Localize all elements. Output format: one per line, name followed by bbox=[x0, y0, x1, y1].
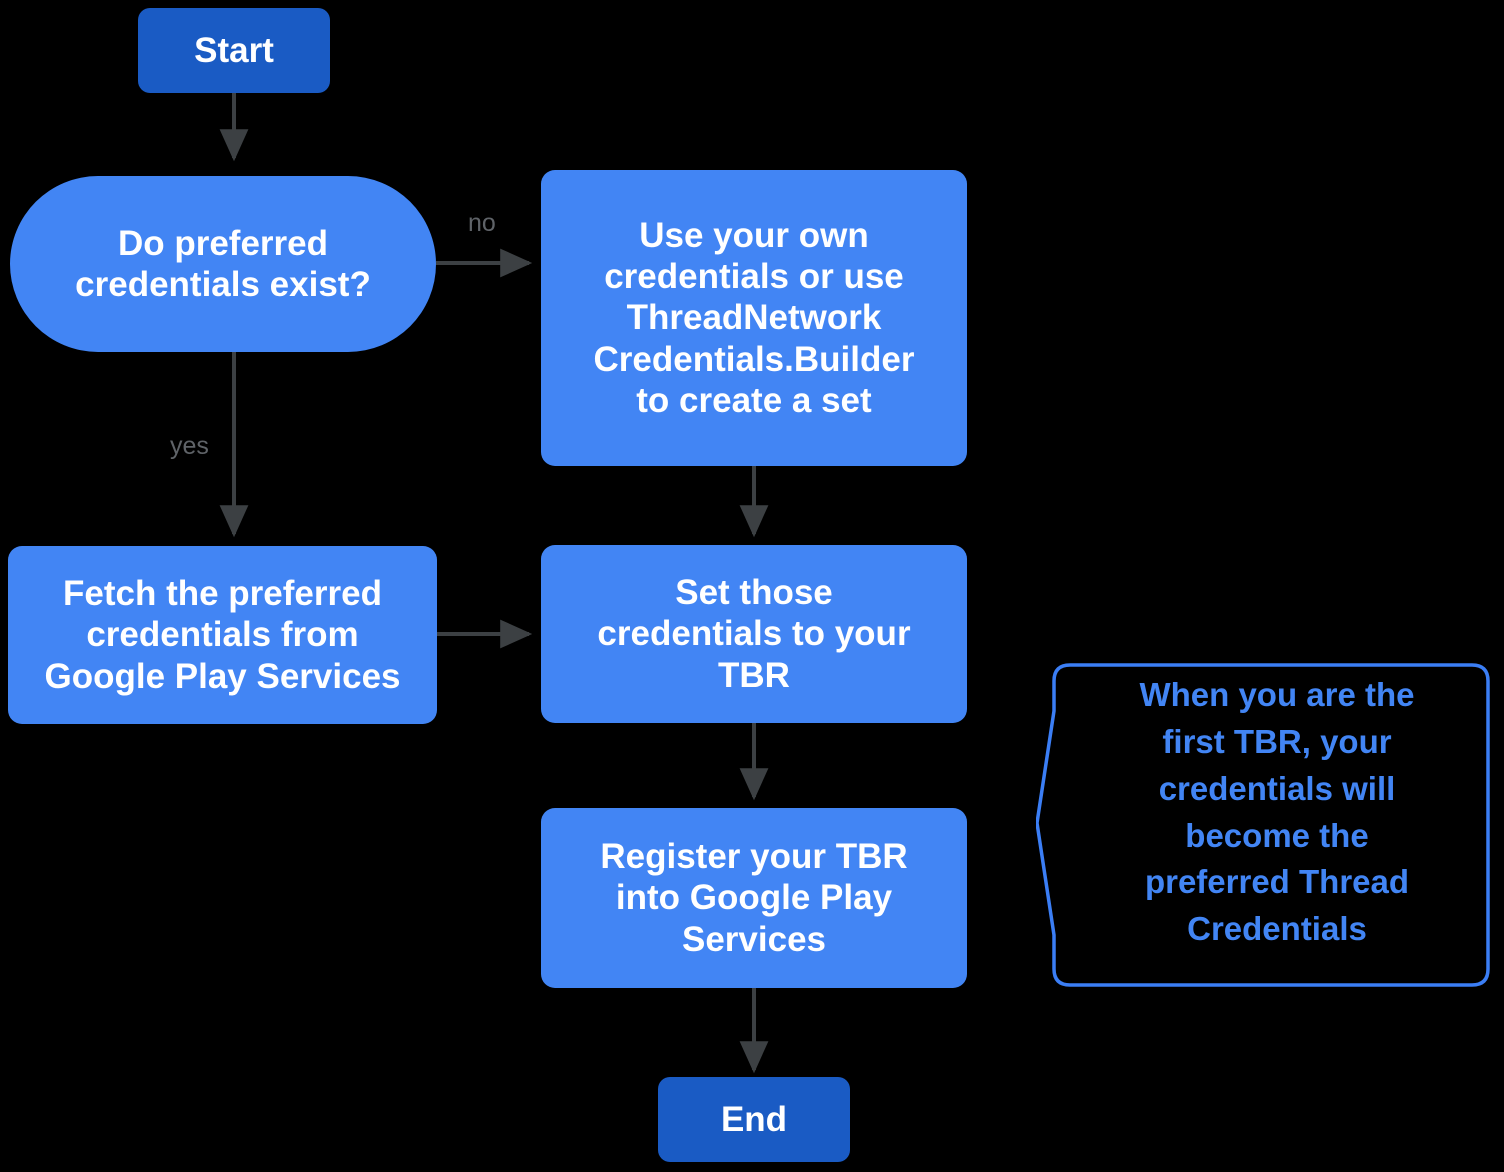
edge-label-yes: yes bbox=[170, 432, 209, 460]
register-line2: into Google Play bbox=[615, 878, 893, 918]
callout-outline bbox=[1036, 663, 1490, 987]
node-fetch-preferred-credentials[interactable]: Fetch the preferred credentials from Goo… bbox=[8, 546, 437, 724]
node-set-credentials-to-tbr[interactable]: Set those credentials to your TBR bbox=[541, 545, 967, 723]
own-line1: Use your own bbox=[639, 215, 869, 255]
node-register-tbr-label: Register your TBR into Google Play Servi… bbox=[600, 836, 907, 960]
node-decision-label: Do preferred credentials exist? bbox=[75, 223, 371, 306]
own-line3: ThreadNetwork bbox=[626, 298, 882, 338]
edge-label-no: no bbox=[468, 209, 496, 237]
fetch-line1: Fetch the preferred bbox=[63, 574, 382, 614]
node-end-label: End bbox=[720, 1099, 788, 1139]
fetch-line3: Google Play Services bbox=[44, 656, 401, 696]
callout-bubble bbox=[1036, 663, 1490, 987]
node-end[interactable]: End bbox=[658, 1077, 850, 1162]
own-line5: to create a set bbox=[636, 380, 872, 420]
node-decision-preferred-credentials[interactable]: Do preferred credentials exist? bbox=[10, 176, 436, 352]
register-line3: Services bbox=[681, 919, 827, 959]
set-line3: TBR bbox=[718, 655, 790, 695]
node-decision-label-line1: Do preferred bbox=[117, 223, 329, 263]
node-fetch-preferred-credentials-label: Fetch the preferred credentials from Goo… bbox=[44, 573, 400, 697]
fetch-line2: credentials from bbox=[86, 615, 359, 655]
own-line4: Credentials.Builder bbox=[593, 339, 915, 379]
register-line1: Register your TBR bbox=[600, 837, 908, 877]
node-use-own-credentials[interactable]: Use your own credentials or use ThreadNe… bbox=[541, 170, 967, 466]
own-line2: credentials or use bbox=[604, 257, 904, 297]
node-start[interactable]: Start bbox=[138, 8, 330, 93]
set-line2: credentials to your bbox=[597, 614, 911, 654]
node-register-tbr[interactable]: Register your TBR into Google Play Servi… bbox=[541, 808, 967, 988]
node-set-credentials-to-tbr-label: Set those credentials to your TBR bbox=[597, 572, 910, 696]
node-use-own-credentials-label: Use your own credentials or use ThreadNe… bbox=[594, 215, 915, 421]
node-start-label: Start bbox=[194, 30, 274, 70]
node-decision-label-line2: credentials exist? bbox=[75, 265, 371, 304]
set-line1: Set those bbox=[675, 573, 833, 613]
callout-text: When you are the first TBR, your credent… bbox=[1139, 676, 1415, 948]
